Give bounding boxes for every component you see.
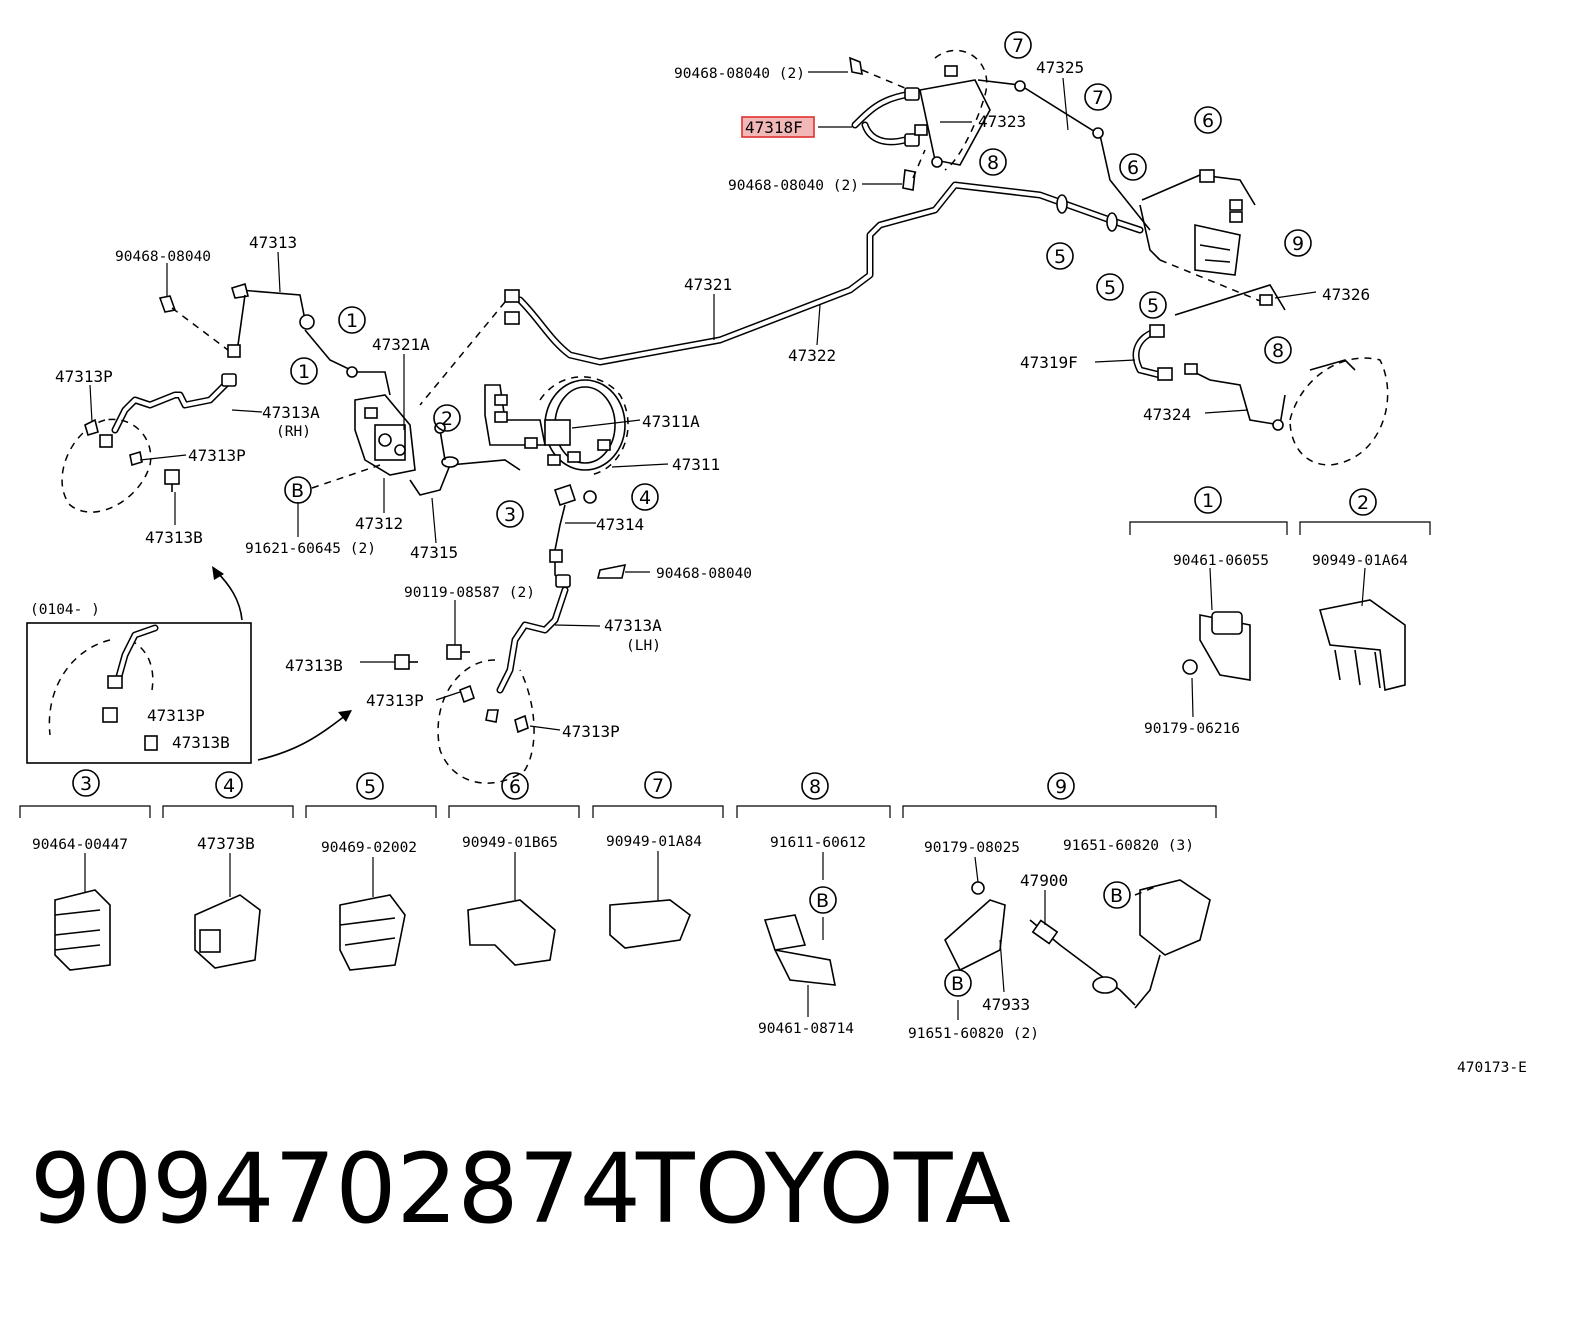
label-91651-60820-3: 91651-60820 (3) [1063, 838, 1194, 854]
label-47315: 47315 [410, 543, 458, 562]
label-47313B-1: 47313B [145, 528, 203, 547]
diagram-code: 470173-E [1457, 1060, 1527, 1076]
label-47322: 47322 [788, 346, 836, 365]
inset-arrow-up-head [212, 566, 224, 580]
label-47313P-1: 47313P [55, 367, 113, 386]
leader-lines [84, 71, 1366, 1020]
label-47314: 47314 [596, 515, 644, 534]
callout-3-legend: 3 [80, 773, 92, 795]
inset-box [26, 622, 252, 764]
label-47313B-2: 47313B [285, 656, 343, 675]
label-90461-08714: 90461-08714 [758, 1021, 854, 1037]
circled-callouts: 7 7 7 8 8 8 6 6 6 9 9 5 5 5 5 1 1 1 2 2 … [72, 31, 1377, 997]
label-90949-01A64: 90949-01A64 [1312, 553, 1408, 569]
label-90468-08040-left: 90468-08040 [115, 249, 211, 265]
inset-arrow-right-head [338, 710, 352, 722]
label-47313P-4: 47313P [562, 722, 620, 741]
callout-5c: 5 [1147, 295, 1159, 317]
callout-3a: 3 [504, 504, 516, 526]
callout-1-legend: 1 [1202, 490, 1214, 512]
callout-6b: 6 [1127, 157, 1139, 179]
callout-8a: 8 [987, 152, 999, 174]
footer-brand: TOYOTA [635, 1133, 1011, 1245]
label-47313: 47313 [249, 233, 297, 252]
label-47323: 47323 [978, 112, 1026, 131]
inset-arrow-up [214, 569, 243, 621]
label-47313B-inset: 47313B [172, 733, 230, 752]
label-90119-08587: 90119-08587 (2) [404, 585, 535, 601]
inset-arrow-right [257, 711, 351, 761]
callout-2a: 2 [441, 408, 453, 430]
front-left-group [394, 586, 569, 784]
callout-8b: 8 [1272, 340, 1284, 362]
callout-5a: 5 [1054, 246, 1066, 268]
callout-B-a: B [291, 480, 304, 502]
label-90468-08040-2a: 90468-08040 (2) [674, 66, 805, 82]
callout-9a: 9 [1292, 233, 1304, 255]
label-90469-02002: 90469-02002 [321, 840, 417, 856]
clip-sketches [54, 879, 1211, 1009]
callout-7a: 7 [1012, 35, 1024, 57]
label-91651-60820-2: 91651-60820 (2) [908, 1026, 1039, 1042]
label-lh: (LH) [626, 638, 661, 654]
bottom-brackets [19, 521, 1431, 818]
label-90179-06216: 90179-06216 [1144, 721, 1240, 737]
callout-7-legend: 7 [652, 775, 664, 797]
label-47326: 47326 [1322, 285, 1370, 304]
label-90949-01B65: 90949-01B65 [462, 835, 558, 851]
main-brake-pipe [419, 181, 1144, 406]
callout-5-legend: 5 [364, 776, 376, 798]
label-47319F: 47319F [1020, 353, 1078, 372]
footer-part-number: 9094702874 [30, 1133, 641, 1245]
label-47900: 47900 [1020, 871, 1068, 890]
callout-8-legend: 8 [809, 776, 821, 798]
label-47313P-2: 47313P [188, 446, 246, 465]
label-47933: 47933 [982, 995, 1030, 1014]
callout-4-legend: 4 [223, 775, 235, 797]
label-90468-08040-2b: 90468-08040 (2) [728, 178, 859, 194]
label-47318F: 47318F [745, 118, 803, 137]
callout-B-d: B [951, 973, 964, 995]
callout-B-c: B [1110, 885, 1123, 907]
callout-5b: 5 [1104, 277, 1116, 299]
label-47312: 47312 [355, 514, 403, 533]
callout-4a: 4 [639, 487, 651, 509]
label-91621-60645: 91621-60645 (2) [245, 541, 376, 557]
label-90468-08040-mid: 90468-08040 [656, 566, 752, 582]
part-labels: 90468-08040 (2) 47318F 90468-08040 (2) 4… [30, 58, 1527, 1076]
callout-6-legend: 6 [509, 776, 521, 798]
label-90464-00447: 90464-00447 [32, 837, 128, 853]
rear-hose-group-top [849, 49, 1151, 231]
label-47325: 47325 [1036, 58, 1084, 77]
label-47321: 47321 [684, 275, 732, 294]
callout-1b: 1 [298, 361, 310, 383]
callout-2-legend: 2 [1357, 492, 1369, 514]
rear-right-group [1132, 169, 1389, 466]
front-right-group [61, 282, 391, 513]
label-47311: 47311 [672, 455, 720, 474]
label-47313P-inset: 47313P [147, 706, 205, 725]
label-47313P-3: 47313P [366, 691, 424, 710]
label-90461-06055: 90461-06055 [1173, 553, 1269, 569]
label-47313A-rh: 47313A [262, 403, 320, 422]
label-90949-01A84: 90949-01A84 [606, 834, 702, 850]
top-right-part-sketches [1182, 599, 1406, 691]
master-cylinder-group [354, 376, 629, 588]
callout-9-legend: 9 [1055, 776, 1067, 798]
label-47373B: 47373B [197, 834, 255, 853]
label-47311A: 47311A [642, 412, 700, 431]
callout-B-b: B [816, 890, 829, 912]
label-47321A: 47321A [372, 335, 430, 354]
callout-7b: 7 [1092, 87, 1104, 109]
callout-1a: 1 [346, 310, 358, 332]
inset-note: (0104- ) [30, 602, 100, 618]
label-rh: (RH) [276, 424, 311, 440]
callout-6a: 6 [1202, 110, 1214, 132]
highlight-box [741, 116, 815, 138]
label-47313A-lh: 47313A [604, 616, 662, 635]
label-47324: 47324 [1143, 405, 1191, 424]
label-91611-60612: 91611-60612 [770, 835, 866, 851]
label-90179-08025: 90179-08025 [924, 840, 1020, 856]
